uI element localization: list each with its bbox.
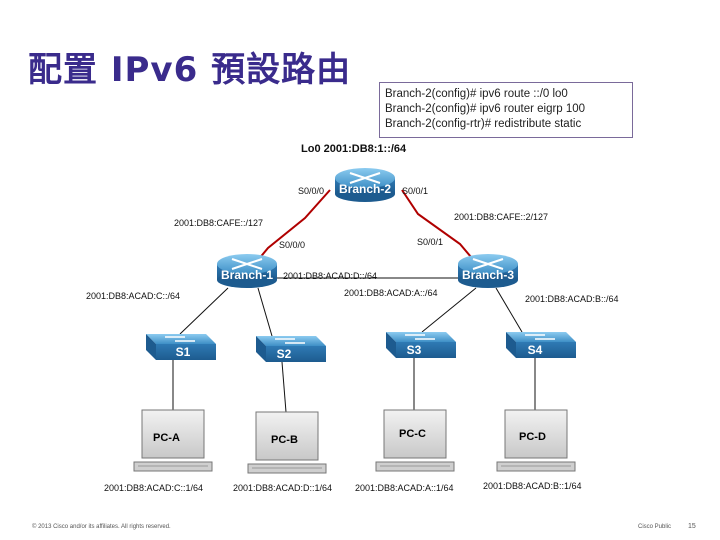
switch-s1[interactable]: S1 [146,334,216,360]
router-branch-2-name: Branch-2 [339,182,391,196]
pc-b-name: PC-B [271,434,298,446]
link-b3-s3-subnet: 2001:DB8:ACAD:A::/64 [344,288,438,298]
link-b1-s2 [257,287,273,337]
router-branch-3-name: Branch-3 [462,268,514,282]
branch-1-interface: S0/0/0 [279,240,306,250]
switch-s3-name: S3 [407,343,422,357]
link-b2-b3-subnet: 2001:DB8:CAFE::2/127 [454,212,549,222]
branch-2-interface-left: S0/0/0 [298,186,325,196]
link-b1-s1-subnet: 2001:DB8:ACAD:C::/64 [86,291,181,301]
pc-c-name: PC-C [399,428,426,440]
pc-d-address: 2001:DB8:ACAD:B::1/64 [483,481,582,491]
link-b1-b3-subnet: 2001:DB8:ACAD:D::/64 [283,271,378,281]
branch-3-interface: S0/0/1 [417,237,444,247]
link-b3-s4 [495,287,523,333]
page-number: 15 [688,523,696,530]
pc-c[interactable] [375,409,455,472]
link-b3-s4-subnet: 2001:DB8:ACAD:B::/64 [525,294,619,304]
switch-s4-name: S4 [528,343,543,357]
pc-a-address: 2001:DB8:ACAD:C::1/64 [104,483,204,493]
switch-s2[interactable]: S2 [256,336,326,362]
command-box: Branch-2(config)# ipv6 route ::/0 lo0 Br… [379,82,633,138]
router-branch-2[interactable]: Branch-2 [335,168,395,202]
link-b3-s3 [421,287,477,333]
pc-b[interactable] [247,411,327,474]
link-b1-b2-subnet: 2001:DB8:CAFE::/127 [174,218,264,228]
router-branch-3[interactable]: Branch-3 [458,254,518,288]
branch-2-interface-right: S0/0/1 [402,186,429,196]
router-branch-1-name: Branch-1 [221,268,273,282]
router-branch-1[interactable]: Branch-1 [217,254,277,288]
command-line-3: Branch-2(config-rtr)# redistribute stati… [385,118,582,130]
link-b1-s1 [179,287,229,335]
command-line-2: Branch-2(config)# ipv6 router eigrp 100 [385,103,586,115]
link-s2-pcb [281,361,287,413]
loopback-label: Lo0 2001:DB8:1::/64 [301,143,407,155]
command-line-1: Branch-2(config)# ipv6 route ::/0 lo0 [385,88,568,100]
switch-s3[interactable]: S3 [386,332,456,358]
pc-a-name: PC-A [153,432,180,444]
pc-a[interactable] [133,409,213,472]
footer-copyright: © 2013 Cisco and/or its affiliates. All … [32,524,171,530]
switch-s2-name: S2 [277,347,292,361]
footer-classification: Cisco Public [638,524,672,530]
switch-s1-name: S1 [176,345,191,359]
pc-b-address: 2001:DB8:ACAD:D::1/64 [233,483,333,493]
pc-d-name: PC-D [519,431,546,443]
switch-s4[interactable]: S4 [506,332,576,358]
pc-c-address: 2001:DB8:ACAD:A::1/64 [355,483,454,493]
slide-title: 配置 IPv6 預設路由 [28,50,352,90]
pc-d[interactable] [496,409,576,472]
